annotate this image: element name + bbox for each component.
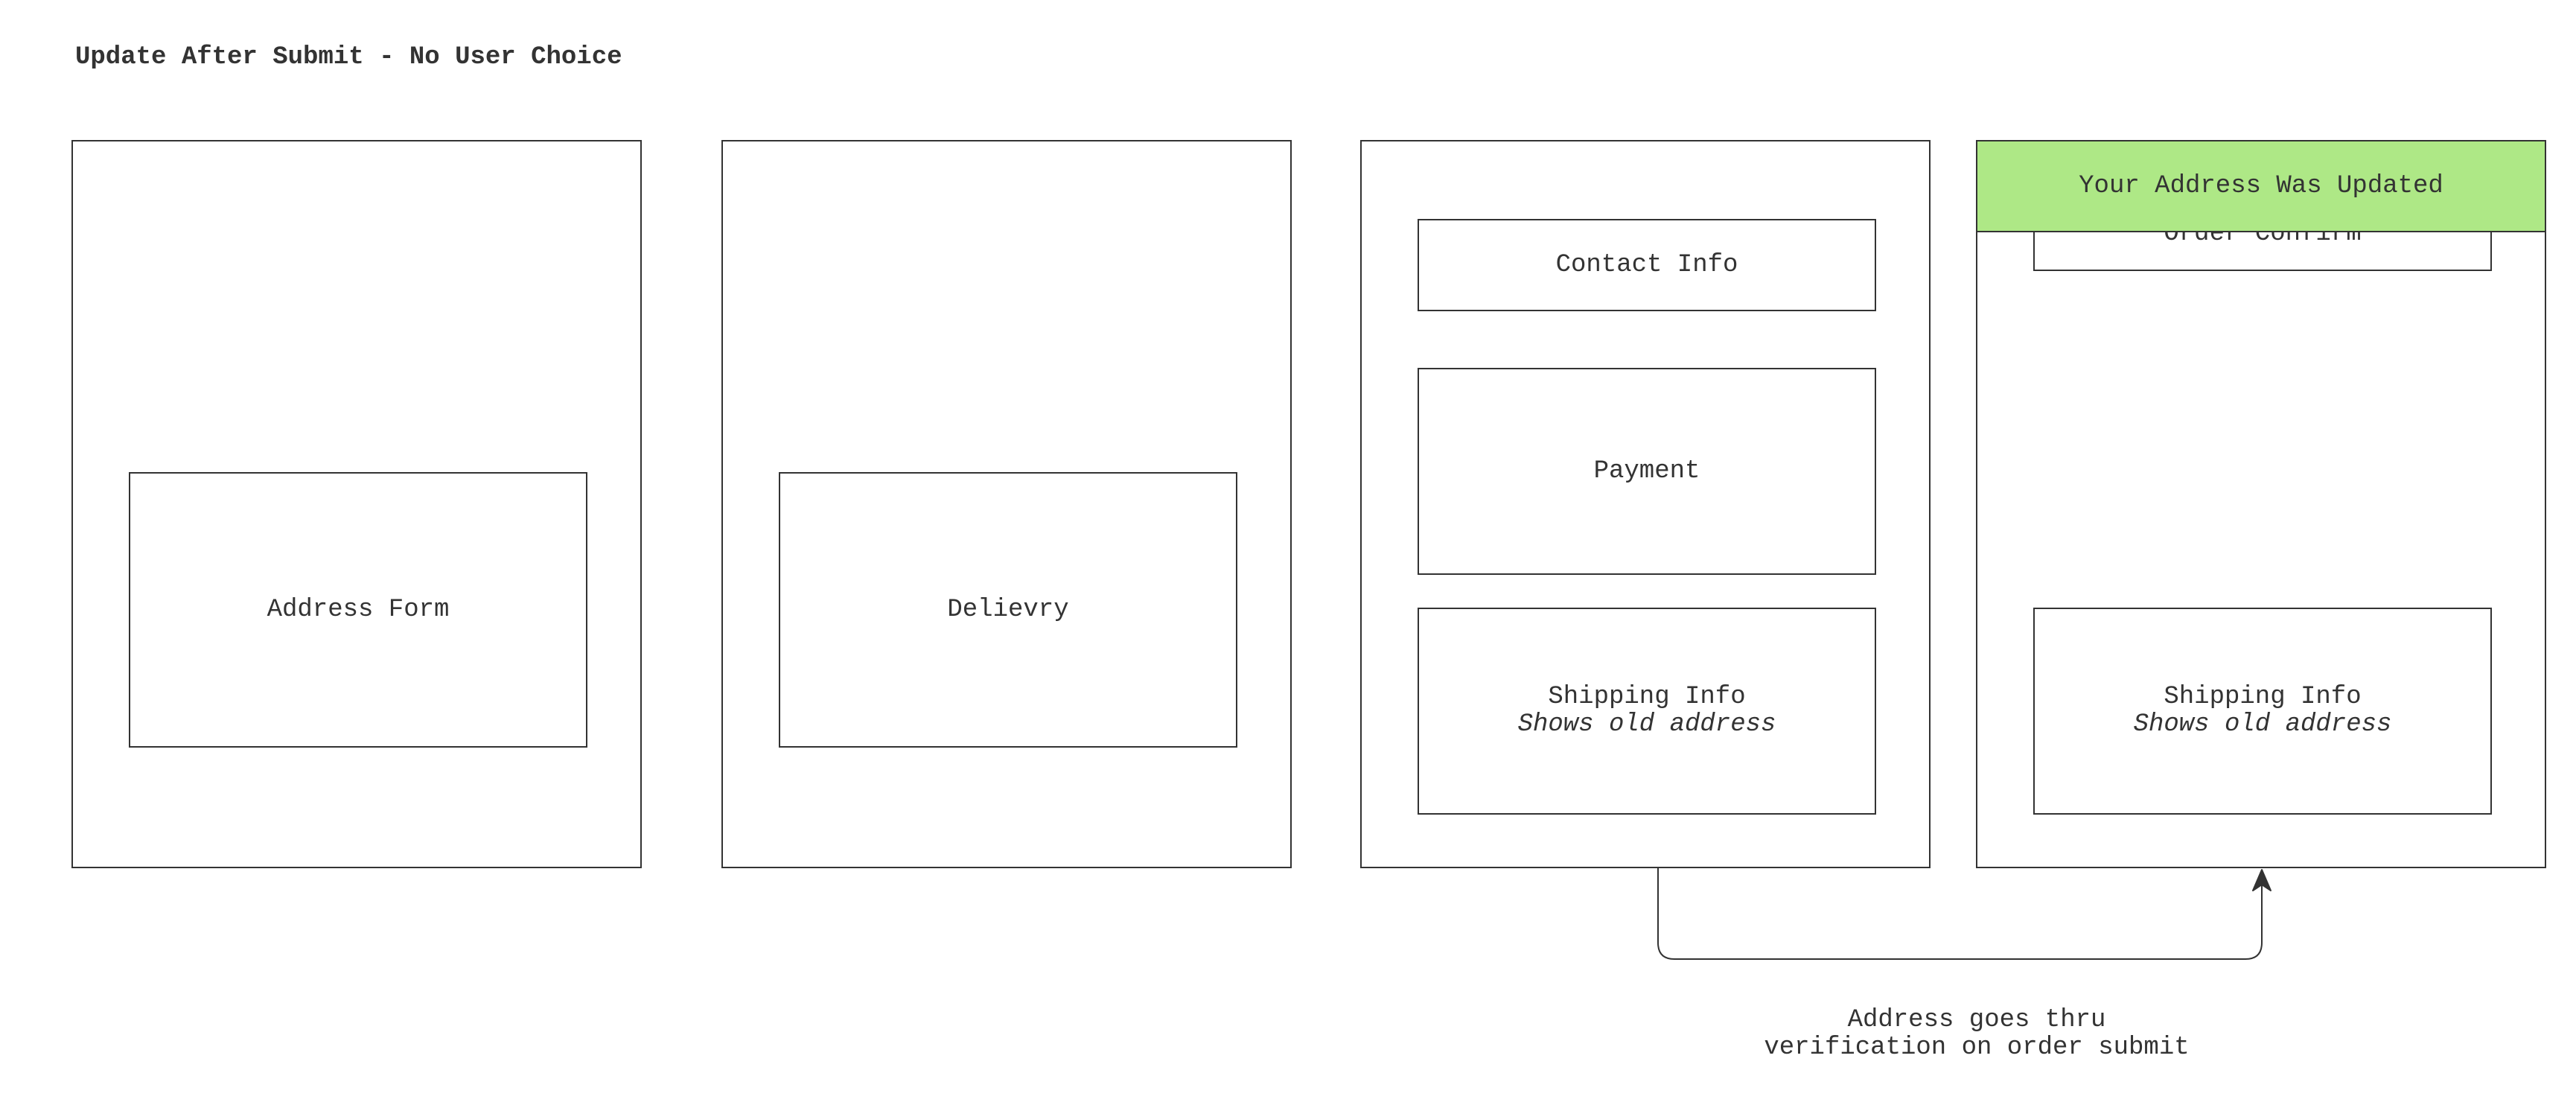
flow-caption-line-2: verification on order submit xyxy=(1764,1034,2190,1062)
confirm-screen: Order Confirm Your Address Was Updated S… xyxy=(1976,140,2546,868)
flow-caption: Address goes thru verification on order … xyxy=(1675,1007,2278,1062)
address-form-box: Address Form xyxy=(129,472,587,748)
shipping-info-note: Shows old address xyxy=(1517,710,1776,739)
address-screen: Address Form xyxy=(71,140,642,868)
flow-connector-path xyxy=(1657,868,2263,960)
delivery-box: Delievry xyxy=(779,472,1237,748)
contact-info-label: Contact Info xyxy=(1555,250,1738,279)
confirm-shipping-info-label: Shipping Info xyxy=(2164,683,2362,711)
shipping-info-label: Shipping Info xyxy=(1548,683,1746,711)
flow-connector-line xyxy=(1499,868,1676,959)
arrowhead-icon xyxy=(2252,869,2271,891)
address-form-label: Address Form xyxy=(267,595,450,624)
flow-caption-line-1: Address goes thru xyxy=(1847,1006,2106,1034)
delivery-screen: Delievry xyxy=(721,140,1292,868)
confirm-shipping-info-box: Shipping Info Shows old address xyxy=(2033,608,2492,815)
contact-info-box: Contact Info xyxy=(1418,219,1876,311)
address-updated-banner-text: Your Address Was Updated xyxy=(2079,172,2443,200)
address-updated-banner: Your Address Was Updated xyxy=(1977,141,2545,232)
review-screen: Contact Info Payment Shipping Info Shows… xyxy=(1360,140,1931,868)
payment-box: Payment xyxy=(1418,368,1876,575)
delivery-label: Delievry xyxy=(947,595,1069,624)
diagram-title: Update After Submit - No User Choice xyxy=(75,43,622,71)
confirm-shipping-info-note: Shows old address xyxy=(2133,710,2392,739)
payment-label: Payment xyxy=(1593,456,1700,485)
shipping-info-box: Shipping Info Shows old address xyxy=(1418,608,1876,815)
